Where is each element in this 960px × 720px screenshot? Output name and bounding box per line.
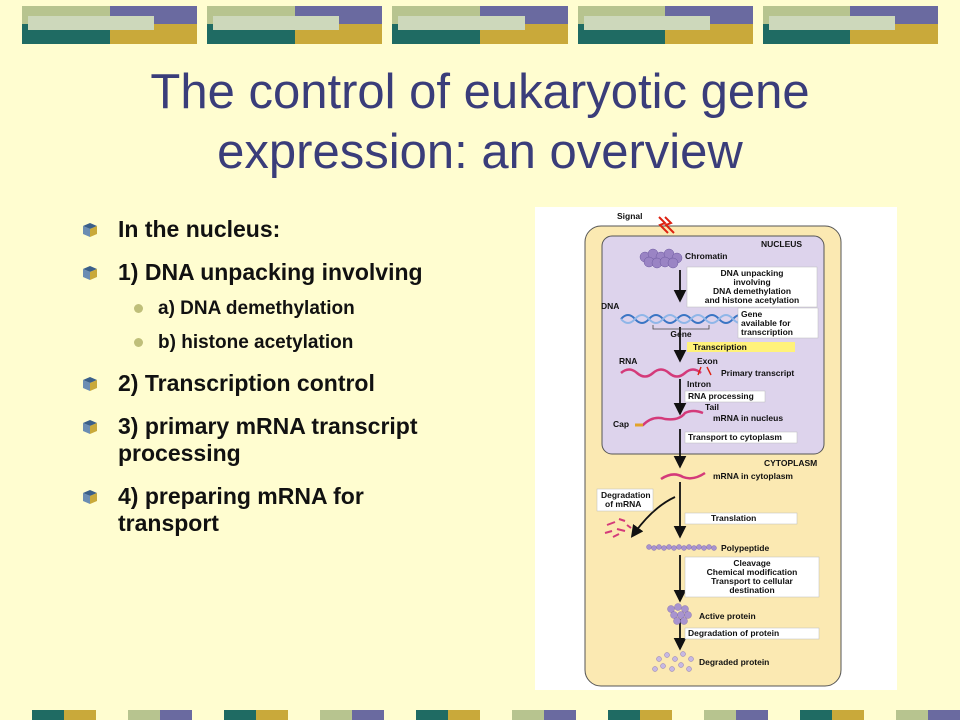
- mrna-nucleus-label: mRNA in nucleus: [713, 413, 783, 423]
- gene-available-line1: Gene: [741, 309, 763, 319]
- dna-unpacking-line1: DNA unpacking: [721, 268, 784, 278]
- modification-line3: Transport to cellular: [711, 576, 793, 586]
- deco-tile: [392, 6, 568, 44]
- modification-line1: Cleavage: [733, 558, 771, 568]
- degradation-protein-label: Degradation of protein: [688, 628, 779, 638]
- degradation-mrna-line1: Degradation: [601, 490, 651, 500]
- bullet-text: 4) preparing mRNA for transport: [118, 483, 364, 536]
- bullet-item: 1) DNA unpacking involving: [82, 259, 462, 286]
- slide-title: The control of eukaryotic gene expressio…: [150, 65, 810, 179]
- deco-tile: [22, 6, 198, 44]
- bullet-item: In the nucleus:: [82, 216, 462, 243]
- bullet-marker-icon: [83, 223, 97, 237]
- active-protein-label: Active protein: [699, 611, 756, 621]
- degraded-protein-icon: [652, 651, 694, 672]
- bullet-text: b) histone acetylation: [158, 332, 354, 353]
- mrna-nucleus-strand: [635, 409, 704, 427]
- deco-tile: [577, 6, 753, 44]
- dna-unpacking-line2: involving: [733, 277, 770, 287]
- mrna-cytoplasm-label: mRNA in cytoplasm: [713, 471, 793, 481]
- bullet-text: 3) primary mRNA transcript processing: [118, 413, 418, 466]
- bullet-marker-icon: [83, 490, 97, 504]
- bullet-item: 4) preparing mRNA for transport: [82, 483, 462, 537]
- rna-processing-label: RNA processing: [688, 391, 754, 401]
- sub-bullet-item: b) histone acetylation: [82, 332, 462, 354]
- bullet-marker-icon: [83, 266, 97, 280]
- polypeptide-chain-icon: [646, 544, 717, 551]
- modification-line2: Chemical modification: [707, 567, 798, 577]
- gene-expression-diagram: Signal NUCLEUS Chromatin DNA unpacking i…: [535, 207, 897, 690]
- primary-transcript-strand: [620, 368, 702, 378]
- mrna-fragments-icon: [604, 518, 632, 538]
- tail-label: Tail: [705, 402, 719, 412]
- deco-tile: [207, 6, 383, 44]
- active-protein-icon: [667, 603, 692, 625]
- sub-bullet-dot-icon: [134, 304, 143, 313]
- rna-label: RNA: [619, 356, 637, 366]
- primary-transcript-label: Primary transcript: [721, 368, 794, 378]
- gene-available-line3: transcription: [741, 327, 793, 337]
- gene-label: Gene: [670, 329, 692, 339]
- sub-bullet-item: a) DNA demethylation: [82, 298, 462, 320]
- bullet-item: 3) primary mRNA transcript processing: [82, 413, 462, 467]
- chromatin-label: Chromatin: [685, 251, 728, 261]
- bullet-marker-icon: [83, 420, 97, 434]
- bottom-decoration-band: [32, 710, 960, 720]
- gene-available-line2: available for: [741, 318, 791, 328]
- bullet-list: In the nucleus: 1) DNA unpacking involvi…: [82, 216, 462, 553]
- bullet-text: 2) Transcription control: [118, 370, 375, 396]
- bullet-item: 2) Transcription control: [82, 370, 462, 397]
- degradation-mrna-line2: of mRNA: [605, 499, 641, 509]
- nucleus-label: NUCLEUS: [761, 239, 802, 249]
- polypeptide-label: Polypeptide: [721, 543, 769, 553]
- deco-tile: [762, 6, 938, 44]
- degraded-protein-label: Degraded protein: [699, 657, 769, 667]
- intron-label: Intron: [687, 379, 711, 389]
- signal-label: Signal: [617, 211, 643, 221]
- bullet-text: a) DNA demethylation: [158, 298, 355, 319]
- translation-label: Translation: [711, 513, 756, 523]
- sub-bullet-dot-icon: [134, 338, 143, 347]
- chromatin-cluster-icon: [639, 248, 683, 269]
- dna-label: DNA: [601, 301, 619, 311]
- cap-label: Cap: [613, 419, 629, 429]
- mrna-cytoplasm-strand: [660, 471, 706, 481]
- bullet-text: 1) DNA unpacking involving: [118, 259, 423, 285]
- bullet-text: In the nucleus:: [118, 216, 281, 242]
- transport-cytoplasm-label: Transport to cytoplasm: [688, 432, 782, 442]
- dna-unpacking-line3: DNA demethylation: [713, 286, 791, 296]
- exon-label: Exon: [697, 356, 718, 366]
- dna-helix-icon: [620, 314, 762, 324]
- flow-arrows: [630, 270, 687, 651]
- bullet-marker-icon: [83, 377, 97, 391]
- signal-bolt-icon: [658, 216, 675, 234]
- top-decoration-band: [22, 6, 938, 44]
- modification-line4: destination: [729, 585, 774, 595]
- cytoplasm-label: CYTOPLASM: [764, 458, 817, 468]
- dna-unpacking-line4: and histone acetylation: [705, 295, 799, 305]
- transcription-label: Transcription: [693, 342, 747, 352]
